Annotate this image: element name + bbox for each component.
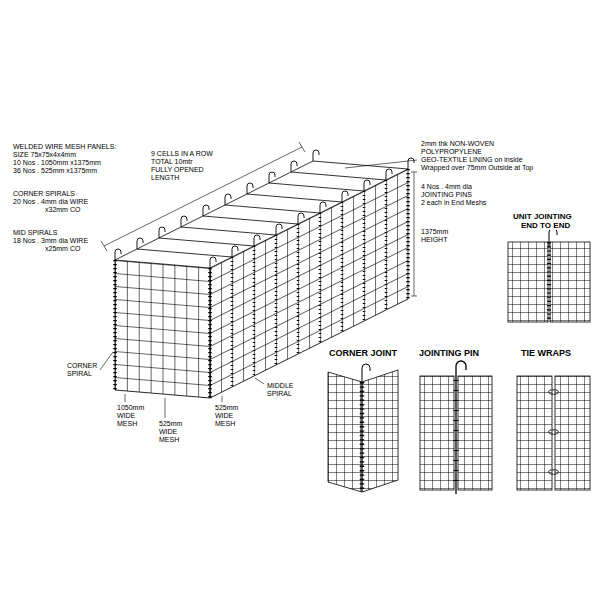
unit-jointing-detail [508,228,590,322]
dimension-text: 525mm [214,404,239,412]
corner-joint-detail [328,364,398,492]
note-text: 2 each in End Meshs [420,199,487,207]
tie-wraps-detail [517,376,590,490]
note-text: SIZE 75x75x4x4mm [12,151,77,159]
corner-spirals [115,169,408,398]
dimension-text: FULLY OPENED [150,166,205,174]
dimension-text: HEIGHT [420,236,448,244]
front-mesh [115,260,210,398]
cell-walls [137,172,386,257]
note-text: 10 Nos . 1050mm x1375mm [12,159,102,167]
note-text: x32mm CO [44,206,81,214]
middle-leader [255,378,264,384]
detail-title: UNIT JOINTING [512,212,573,221]
part-label: CORNER [66,362,98,370]
dimension-text: LENGTH [150,174,180,182]
detail-title: CORNER JOINT [328,348,398,358]
note-text: x25mm CO [44,245,81,253]
part-label: SPIRAL [266,390,293,398]
note-text: Wrapped over 75mm Outside at Top [420,164,534,172]
jointing-pin-detail [420,361,492,494]
dimension-text: 9 CELLS IN A ROW [150,150,214,158]
dimension-text: WIDE [214,412,234,420]
dimension-text: WIDE [158,428,178,436]
dimension-text: WIDE [116,412,136,420]
note-text: 18 Nos . 3mm dia WIRE [12,237,89,245]
note-text: GEO-TEXTILE LINING on inside [420,156,524,164]
height-dimension [411,172,417,296]
note-text: JOINTING PINS [420,191,473,199]
side-mesh [210,169,408,398]
part-label: MIDDLE [266,382,294,390]
dimension-text: MESH [116,420,138,428]
note-text: POLYPROPYLENE [420,148,483,156]
corner-leader [100,352,113,370]
note-text: 2mm thk NON-WOVEN [420,140,495,148]
note-text: MID SPIRALS [12,229,58,237]
dimension-text: MESH [214,420,236,428]
detail-title: TIE WRAPS [520,348,572,358]
leader-lines [100,142,417,418]
part-label: SPIRAL [66,370,93,378]
top-edge [115,161,408,260]
gabion-row [115,150,414,398]
detail-title: JOINTING PIN [418,348,480,358]
dimension-text: 1050mm [116,404,145,412]
dimension-text: 525mm [158,420,183,428]
note-text: WELDED WIRE MESH PANELS: [12,143,117,151]
dimension-text: TOTAL 10mtr [150,158,194,166]
length-dimension [101,142,305,251]
lining-leader [345,160,417,168]
pin-hooks [115,150,414,268]
detail-title: END TO END [520,221,571,230]
dimension-text: 1375mm [420,228,449,236]
note-text: CORNER SPIRALS [12,190,76,198]
note-text: 20 Nos . 4mm dia WIRE [12,198,89,206]
note-text: 36 Nos . 525mm x1375mm [12,167,98,175]
dimension-text: MESH [158,436,180,444]
note-text: 4 Nos . 4mm dia [420,183,473,191]
